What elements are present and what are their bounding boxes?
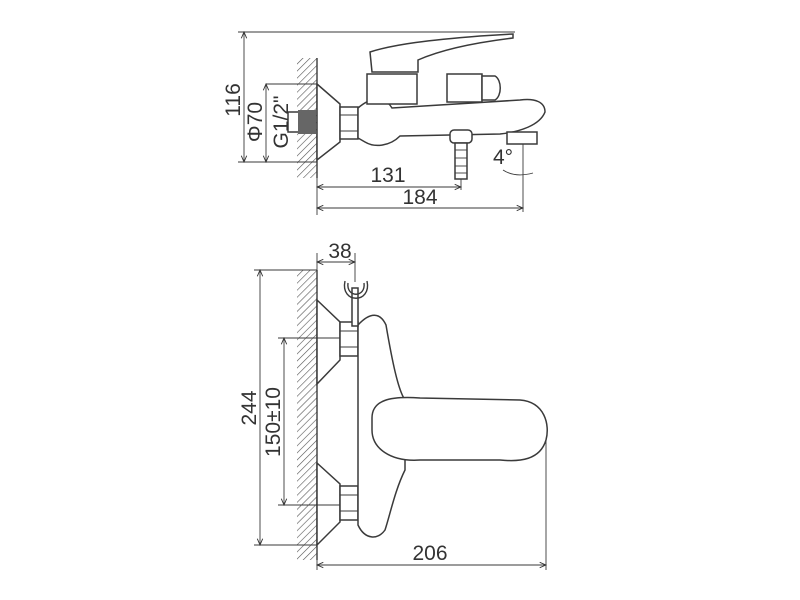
dim-spout-length: 184 — [402, 186, 437, 209]
shower-holder — [347, 282, 365, 295]
dim-depth: 206 — [412, 542, 447, 565]
lever-handle — [369, 33, 514, 73]
lower-flange — [316, 461, 341, 547]
dim-flange-diameter: Φ70 — [244, 102, 267, 142]
spout-outlet — [506, 131, 538, 145]
dim-outlet-distance: 131 — [370, 164, 405, 187]
front-view: 38 244 150±10 206 — [238, 240, 548, 570]
wall-hatch — [297, 270, 317, 560]
upper-nut — [339, 321, 359, 357]
dim-height: 116 — [222, 83, 245, 116]
hose-connector — [454, 142, 468, 180]
dim-holder-offset: 38 — [328, 240, 351, 263]
side-view: 116 Φ70 G1/2" 131 184 4° — [222, 32, 546, 215]
lower-nut — [339, 485, 359, 521]
dim-height: 244 — [238, 390, 261, 425]
lever-handle — [371, 396, 548, 462]
dim-center-distance: 150±10 — [262, 387, 285, 457]
diverter — [446, 73, 483, 103]
flange — [316, 82, 341, 162]
upper-flange — [316, 298, 341, 386]
thread — [298, 110, 316, 134]
dim-angle: 4° — [493, 146, 513, 169]
holder-stem — [351, 287, 359, 327]
hose-nut — [449, 129, 473, 144]
dim-thread: G1/2" — [270, 96, 293, 149]
nut — [339, 106, 359, 140]
cartridge — [366, 73, 418, 105]
